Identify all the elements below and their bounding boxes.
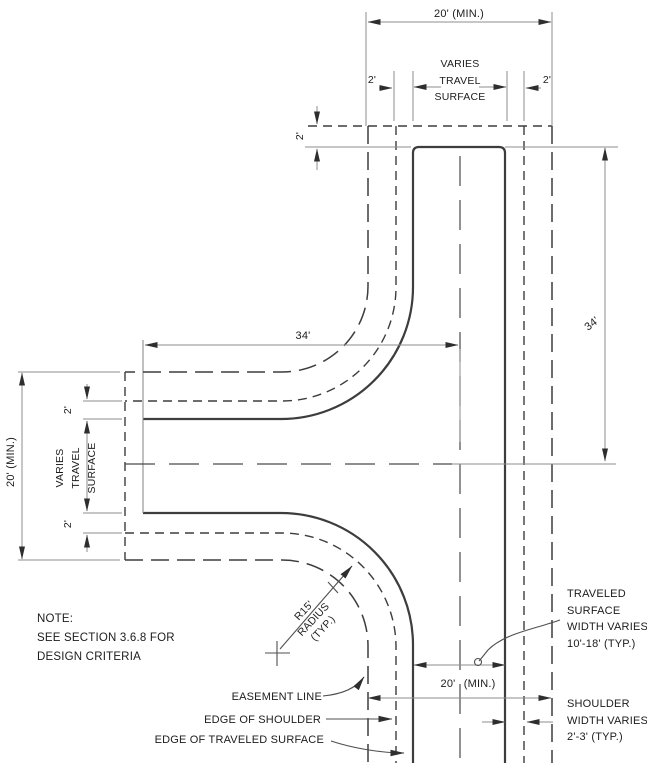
witness-lines [18,12,618,561]
left-shoulder-lower-dim: 2' [62,519,74,529]
left-travel-varies-line3: SURFACE [86,442,98,494]
shoulder-width-note: SHOULDER WIDTH VARIES 2'-3' (TYP.) [567,696,647,746]
top-end-shoulder-dim: 2' [294,131,306,141]
design-note: NOTE: SEE SECTION 3.6.8 FOR DESIGN CRITE… [37,610,175,667]
edge-of-shoulder-callout: EDGE OF SHOULDER [204,714,321,726]
traveled-surface-note-line2: SURFACE [567,604,621,617]
shoulder-width-note-line1: SHOULDER [567,698,630,710]
left-travel-varies-line2: TRAVEL [70,447,82,489]
top-travel-varies-line3: SURFACE [434,91,486,103]
bottom-easement-width-dim: 20' (MIN.) [440,678,496,690]
leader-hook [473,657,483,667]
design-note-line2: SEE SECTION 3.6.8 FOR [37,632,175,644]
traveled-surface-note-line4: 10'-18' (TYP.) [567,637,636,650]
horizontal-34-dim: 34' [295,330,311,342]
traveled-surface-note: TRAVELED SURFACE WIDTH VARIES 10'-18' (T… [567,586,647,652]
traveled-surface-note-line3: WIDTH VARIES [567,621,647,633]
top-shoulder-left-dim: 2' [367,74,377,86]
left-easement-width-dim: 20' (MIN.) [5,437,17,487]
left-travel-varies-label: VARIES TRAVEL SURFACE [52,443,100,494]
radius-tick [327,581,339,594]
traveled-surface-note-line1: TRAVELED [567,588,626,600]
shoulder-width-note-line3: 2'-3' (TYP.) [567,731,623,743]
shoulder-width-note-line2: WIDTH VARIES [567,714,647,727]
top-travel-varies-line1: VARIES [440,58,480,70]
easement-lines [125,126,553,763]
top-travel-varies-line2: TRAVEL [439,75,481,87]
design-note-line1: NOTE: [37,613,74,625]
edge-of-shoulder-lines [124,125,552,763]
left-shoulder-upper-dim: 2' [62,405,74,415]
top-easement-width-dim: 20' (MIN.) [434,8,484,20]
top-shoulder-right-dim: 2' [542,74,552,86]
leader-lines [265,565,561,757]
edge-of-traveled-surface-callout: EDGE OF TRAVELED SURFACE [154,734,324,746]
edge-of-traveled-surface-lines [142,145,507,763]
left-travel-varies-line1: VARIES [54,448,66,488]
dimension-arrows [19,19,608,725]
easement-line-callout: EASEMENT LINE [231,691,322,703]
design-note-line3: DESIGN CRITERIA [37,651,141,663]
road-centerlines [125,156,616,763]
